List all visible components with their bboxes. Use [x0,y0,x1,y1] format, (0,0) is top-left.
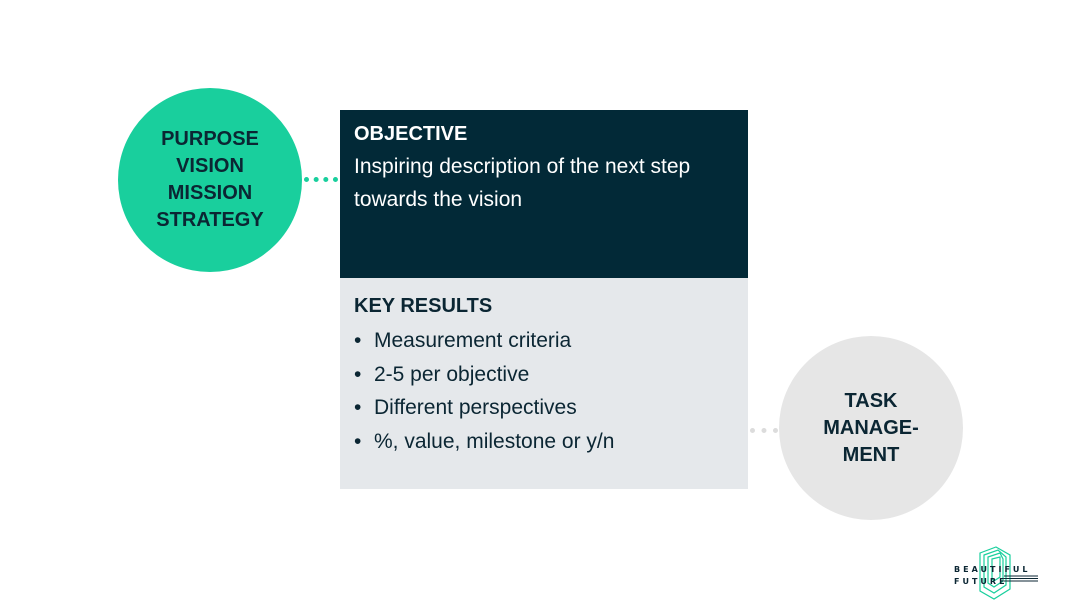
objective-heading: OBJECTIVE [354,123,468,145]
strategy-line: STRATEGY [156,209,264,231]
logo-line-1: BEAUTIFUL [954,565,1031,574]
key-results-heading: KEY RESULTS [354,295,493,317]
vision-line: VISION [176,155,244,177]
key-result-item: %, value, milestone or y/n [354,425,734,459]
purpose-circle: PURPOSE VISION MISSION STRATEGY [118,88,302,272]
key-results-list: Measurement criteria 2-5 per objective D… [354,324,734,458]
task-connector [750,428,778,433]
purpose-line: PURPOSE [161,128,259,150]
key-result-item: Measurement criteria [354,324,734,358]
task-management-circle: TASK MANAGE- MENT [779,336,963,520]
logo-mark-icon [979,546,1038,600]
key-results-box: KEY RESULTS Measurement criteria 2-5 per… [340,278,748,489]
manage-line: MANAGE- [823,416,919,439]
ment-line: MENT [842,443,900,466]
mission-line: MISSION [167,182,253,204]
objective-box: OBJECTIVE Inspiring description of the n… [340,110,748,278]
purpose-connector [304,177,338,182]
beautiful-future-logo: BEAUTIFUL FUTURE [954,545,1038,601]
objective-description: Inspiring description of the next step t… [354,155,691,211]
key-result-item: 2-5 per objective [354,358,734,392]
logo-line-2: FUTURE [954,577,1008,586]
task-line: TASK [844,389,898,412]
key-result-item: Different perspectives [354,391,734,425]
